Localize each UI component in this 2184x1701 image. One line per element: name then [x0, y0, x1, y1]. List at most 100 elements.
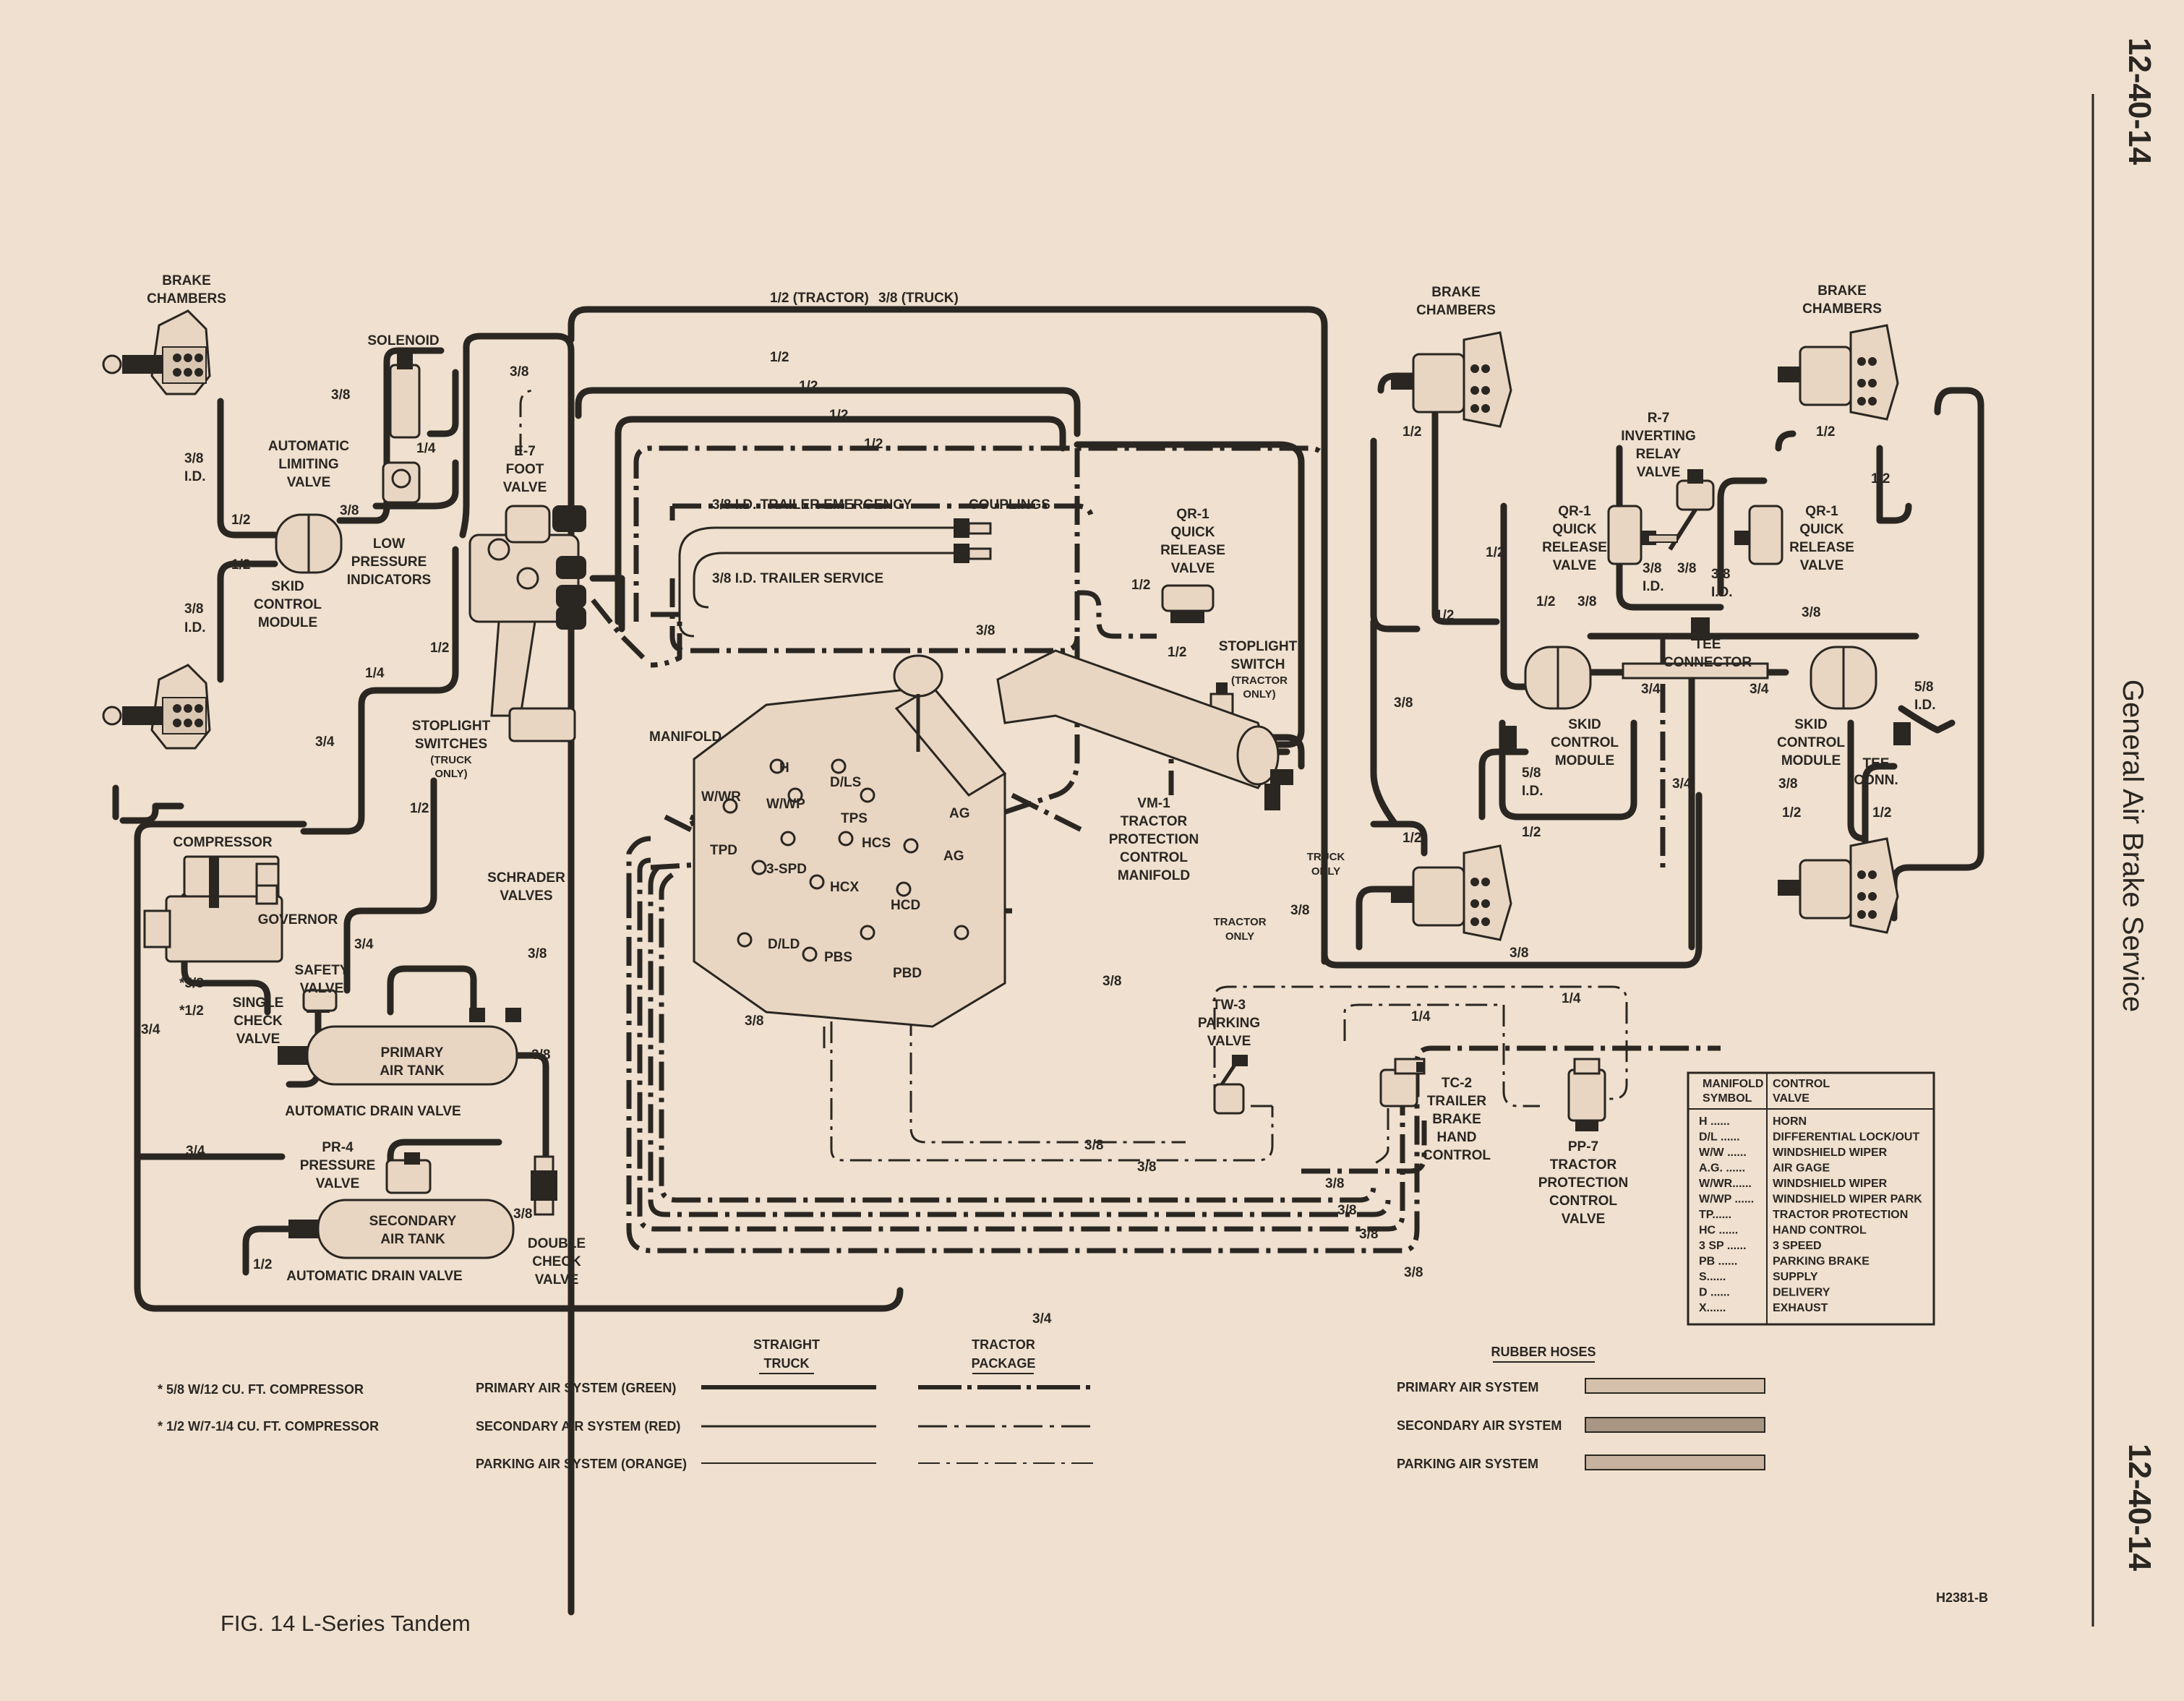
size-61: 1/2	[1816, 424, 1835, 440]
label-pp7-4: CONTROL	[1549, 1194, 1617, 1209]
label-qr1-right-2: QUICK	[1799, 522, 1844, 537]
size-60: 1/2	[1872, 805, 1891, 820]
size-50a: 3/8	[1711, 567, 1730, 582]
page-number-bottom: 12-40-14	[2122, 1444, 2157, 1572]
manifold-symbol-ag-1: AG	[949, 806, 970, 821]
line-size-labels: 1/2 (TRACTOR) 3/8 (TRUCK) 1/2 1/2 1/2 1/…	[141, 291, 1936, 1327]
label-sat-2: AIR TANK	[380, 1232, 445, 1247]
size-59: 1/2	[1782, 805, 1801, 820]
size-32: 3/8	[1290, 903, 1309, 918]
table-valve-cell: HORN	[1773, 1115, 1807, 1128]
table-symbol-cell: H ......	[1699, 1115, 1730, 1128]
label-truck-only-1: (TRUCK	[430, 754, 472, 766]
figure-caption: FIG. 14 L-Series Tandem	[220, 1611, 471, 1636]
label-alv-1: AUTOMATIC	[268, 439, 350, 454]
r7-inverting-relay-valve	[1668, 469, 1715, 551]
label-scm-mid-1: SKID	[1568, 717, 1601, 732]
size-55: 3/4	[1672, 776, 1692, 792]
table-symbol-cell: W/W ......	[1699, 1147, 1747, 1159]
size-25: 3/8	[513, 1207, 532, 1222]
label-qr1-left-2: QUICK	[1170, 525, 1215, 540]
label-scm-mid-2: CONTROL	[1551, 735, 1619, 750]
label-couplings: COUPLINGS	[969, 497, 1050, 513]
size-38: 3/8	[1404, 1265, 1423, 1280]
component-labels: BRAKE CHAMBERS SOLENOID AUTOMATIC LIMITI…	[147, 273, 1898, 1287]
brake-chamber-left-bottom	[102, 664, 211, 750]
size-50b: I.D.	[1711, 585, 1733, 600]
manifold-symbol-hcx: HCX	[830, 880, 859, 895]
size-40: 1/4	[1562, 991, 1581, 1006]
size-33: 3/8	[1084, 1138, 1103, 1153]
label-brake-chambers-left-1: BRAKE	[162, 273, 211, 288]
size-8b: I.D.	[184, 469, 206, 484]
label-pr4-2: PRESSURE	[300, 1158, 376, 1173]
label-solenoid: SOLENOID	[367, 333, 439, 348]
label-scv-1: SINGLE	[233, 995, 284, 1011]
size-tractor: 1/2 (TRACTOR)	[770, 291, 869, 306]
size-5: 3/8	[510, 364, 528, 380]
label-tw3-2: PARKING	[1198, 1016, 1260, 1031]
label-tractor-only-mid-2: ONLY	[1225, 930, 1254, 943]
label-pat-1: PRIMARY	[381, 1045, 444, 1061]
legend-col-tractor-2: PACKAGE	[972, 1356, 1036, 1371]
label-adv-1: AUTOMATIC DRAIN VALVE	[285, 1104, 461, 1119]
table-symbol-cell: D/L ......	[1699, 1131, 1740, 1144]
size-63a: 5/8	[1914, 680, 1933, 695]
size-54b: I.D.	[1522, 784, 1543, 799]
size-2: 1/2	[799, 379, 818, 394]
label-safety-2: VALVE	[300, 981, 344, 996]
tee-connector	[1622, 617, 1769, 680]
label-manifold: MANIFOLD	[649, 729, 721, 745]
skid-control-module-left	[275, 513, 343, 574]
page-number-top: 12-40-14	[2122, 38, 2157, 166]
legend-hose-secondary-swatch	[1585, 1417, 1765, 1433]
size-48b: I.D.	[1643, 579, 1664, 594]
label-tw3-3: VALVE	[1207, 1034, 1251, 1049]
size-6: 3/8	[331, 387, 350, 403]
double-check-valve	[531, 1155, 557, 1216]
manifold-symbol-table: MANIFOLD SYMBOL CONTROL VALVE	[1687, 1071, 1935, 1326]
label-stoplight-switch-1: STOPLIGHT	[1219, 639, 1298, 654]
svg-text:12-40-14: 12-40-14	[2122, 38, 2157, 166]
label-trailer-service: 3/8 I.D. TRAILER SERVICE	[712, 571, 883, 586]
coupling-trailer-emergency	[954, 518, 992, 538]
label-scv-2: CHECK	[234, 1014, 283, 1029]
label-scm-right-3: MODULE	[1781, 753, 1841, 768]
size-16: 1/2	[410, 801, 429, 816]
manifold-symbol-hcd: HCD	[891, 898, 920, 913]
legend-rubber-hoses-title: RUBBER HOSES	[1491, 1345, 1596, 1359]
label-bc-mid-1: BRAKE	[1431, 285, 1481, 300]
secondary-air-tank	[288, 1199, 515, 1259]
table-valve-cell: AIR GAGE	[1773, 1162, 1830, 1175]
label-vm1-5: MANIFOLD	[1118, 868, 1190, 883]
label-vm1-1: VM-1	[1137, 796, 1170, 811]
control-manifold	[693, 654, 1007, 1028]
label-tc2-2: TRAILER	[1427, 1094, 1487, 1109]
size-23: 3/4	[186, 1144, 205, 1159]
table-symbol-cell: W/WR......	[1699, 1178, 1752, 1190]
label-vm1-2: TRACTOR	[1121, 814, 1188, 829]
size-37: 3/8	[1359, 1227, 1378, 1242]
label-r7-1: R-7	[1648, 411, 1670, 426]
label-pp7-1: PP-7	[1568, 1139, 1598, 1154]
label-truck-only-mid-2: ONLY	[1311, 865, 1340, 878]
legend-note-2: * 1/2 W/7-1/4 CU. FT. COMPRESSOR	[158, 1419, 379, 1434]
size-36: 3/8	[1337, 1203, 1356, 1218]
label-scv-3: VALVE	[236, 1032, 281, 1047]
label-schrader-1: SCHRADER	[487, 870, 565, 886]
label-schrader-2: VALVES	[500, 888, 552, 904]
table-header-symbol-1: MANIFOLD	[1703, 1078, 1763, 1090]
legend-col-tractor-1: TRACTOR	[972, 1337, 1035, 1352]
size-7: 1/4	[416, 441, 436, 456]
table-header-valve-1: CONTROL	[1773, 1078, 1830, 1090]
size-28: 3/8	[1102, 974, 1121, 989]
size-12b: I.D.	[184, 620, 206, 635]
label-lpi-1: LOW	[373, 536, 405, 552]
label-pr4-3: VALVE	[316, 1176, 360, 1191]
table-symbol-cell: PB ......	[1699, 1256, 1737, 1268]
legend-hose-primary-swatch	[1585, 1378, 1765, 1394]
size-22: 3/8	[531, 1047, 550, 1063]
table-valve-cell: WINDSHIELD WIPER	[1773, 1147, 1888, 1159]
